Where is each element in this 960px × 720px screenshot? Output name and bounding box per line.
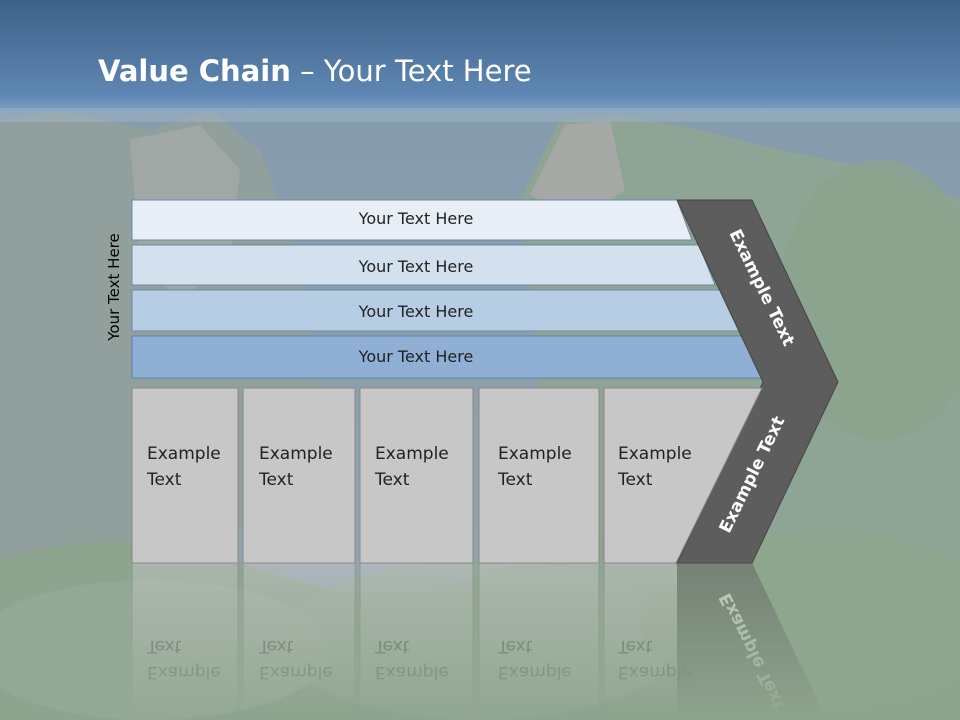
support-bar-label: Your Text Here: [358, 257, 474, 276]
reflection-text: Text: [146, 636, 182, 656]
activity-box: [359, 387, 474, 564]
support-bar-label: Your Text Here: [358, 347, 474, 366]
reflection-text: Text: [617, 636, 653, 656]
activity-box: [242, 387, 356, 564]
reflection-text: Example: [147, 662, 221, 682]
title-bold: Value Chain: [98, 54, 291, 88]
reflection-text: Text: [374, 636, 410, 656]
activity-box: [131, 387, 239, 564]
support-bar: [131, 244, 716, 286]
activity-box-label-line1: Example: [259, 444, 333, 464]
support-bar-label: Your Text Here: [358, 209, 474, 228]
support-bar: [131, 199, 693, 241]
title-rest: – Your Text Here: [290, 54, 532, 88]
reflection-text: Example: [618, 662, 692, 682]
activity-box-label-line2: Text: [258, 470, 294, 490]
activity-box-label-line1: Example: [147, 444, 221, 464]
reflection-text: Text: [258, 636, 294, 656]
activity-box-label-line1: Example: [375, 444, 449, 464]
activity-box-label-line2: Text: [374, 470, 410, 490]
reflection-text: Text: [497, 636, 533, 656]
page-title: Value Chain – Your Text Here: [98, 54, 532, 88]
support-bar-label: Your Text Here: [358, 302, 474, 321]
activity-box-label-line2: Text: [617, 470, 653, 490]
activity-box-label-line1: Example: [498, 444, 572, 464]
reflection-text: Example: [375, 662, 449, 682]
activity-box-label-line2: Text: [146, 470, 182, 490]
diagram-reflection: Example Text Example Text Example Text E…: [131, 562, 827, 720]
activity-box-label-line1: Example: [618, 444, 692, 464]
reflection-text: Example: [259, 662, 333, 682]
reflection-text: Example: [498, 662, 572, 682]
activity-box: [478, 387, 600, 564]
activity-box-label-line2: Text: [497, 470, 533, 490]
